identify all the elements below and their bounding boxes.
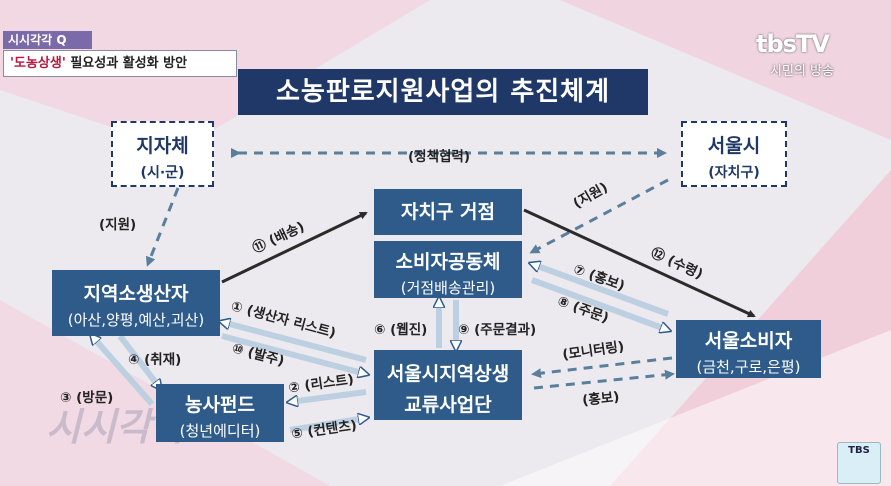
node-seoul: 서울시 (자치구) — [681, 121, 787, 187]
edge-monitoring — [531, 356, 673, 379]
node-consumer-coop-name: 소비자공동체 — [395, 251, 501, 273]
tbs-corner-text: TBS — [848, 445, 870, 456]
edge-3 — [92, 336, 155, 406]
label-e9: ⑨ (주문결과) — [458, 322, 537, 338]
node-seoul-name: 서울시 — [707, 135, 761, 157]
node-farm-fund: 농사펀드 (청년에디터) — [156, 384, 284, 442]
label-e3: ③ (방문) — [60, 390, 114, 406]
label-policy: (정책협력) — [408, 149, 471, 165]
node-exchange-team-line2: 교류사업단 — [404, 394, 492, 416]
edge-11 — [221, 211, 368, 284]
edge-promo — [533, 369, 675, 390]
node-district-hub: 자치구 거점 — [374, 189, 522, 235]
edge-support-left — [145, 187, 180, 267]
edge-8 — [530, 277, 668, 330]
node-consumer-coop-sub: (거점배송관리) — [400, 279, 496, 297]
topic-rest: 필요성과 활성화 방안 — [65, 56, 188, 71]
node-local-gov-sub: (시·군) — [140, 165, 185, 181]
diagram-title: 소농판로지원사업의 추진체계 — [238, 69, 648, 115]
tbs-logo: tbsTV — [756, 30, 830, 58]
edge-support-right — [529, 178, 669, 254]
edge-7 — [532, 264, 670, 317]
node-district-hub-name: 자치구 거점 — [400, 201, 495, 223]
node-local-producer: 지역소생산자 (아산,양평,예산,괴산) — [52, 270, 220, 336]
tbs-slogan: 시민의 방송 — [770, 64, 834, 79]
edge-12 — [523, 208, 756, 318]
tbs-corner-logo: TBS — [837, 442, 881, 484]
node-seoul-consumer-name: 서울소비자 — [704, 330, 793, 352]
edge-4 — [117, 334, 160, 388]
node-farm-fund-name: 농사펀드 — [185, 394, 255, 416]
node-local-gov-name: 지자체 — [136, 135, 189, 157]
edge-10 — [221, 333, 366, 374]
node-seoul-sub: (자치구) — [708, 165, 760, 181]
label-e4: ④ (취재) — [128, 352, 182, 368]
edge-1 — [222, 322, 367, 363]
label-e6: ⑥ (웹진) — [374, 322, 428, 338]
node-local-producer-name: 지역소생산자 — [83, 283, 189, 305]
edge-5 — [289, 418, 366, 433]
topic-caption: '도농상생' 필요성과 활성화 방안 — [3, 50, 237, 77]
topic-highlight: '도농상생' — [10, 56, 66, 71]
node-exchange-team-line1: 서울시지역상생 — [386, 363, 510, 385]
node-local-gov: 지자체 (시·군) — [111, 121, 214, 187]
node-farm-fund-sub: (청년에디터) — [179, 422, 261, 440]
node-exchange-team: 서울시지역상생 교류사업단 — [374, 350, 522, 420]
label-promo: (홍보) — [581, 389, 621, 409]
node-seoul-consumer-sub: (금천,구로,은평) — [696, 358, 801, 376]
label-support-left: (지원) — [99, 217, 137, 233]
segment-tag: 시시각각 Q — [3, 31, 92, 49]
node-local-producer-sub: (아산,양평,예산,괴산) — [67, 311, 205, 329]
node-seoul-consumer: 서울소비자 (금천,구로,은평) — [676, 320, 821, 378]
node-consumer-coop: 소비자공동체 (거점배송관리) — [374, 241, 522, 298]
edge-2 — [290, 389, 367, 402]
